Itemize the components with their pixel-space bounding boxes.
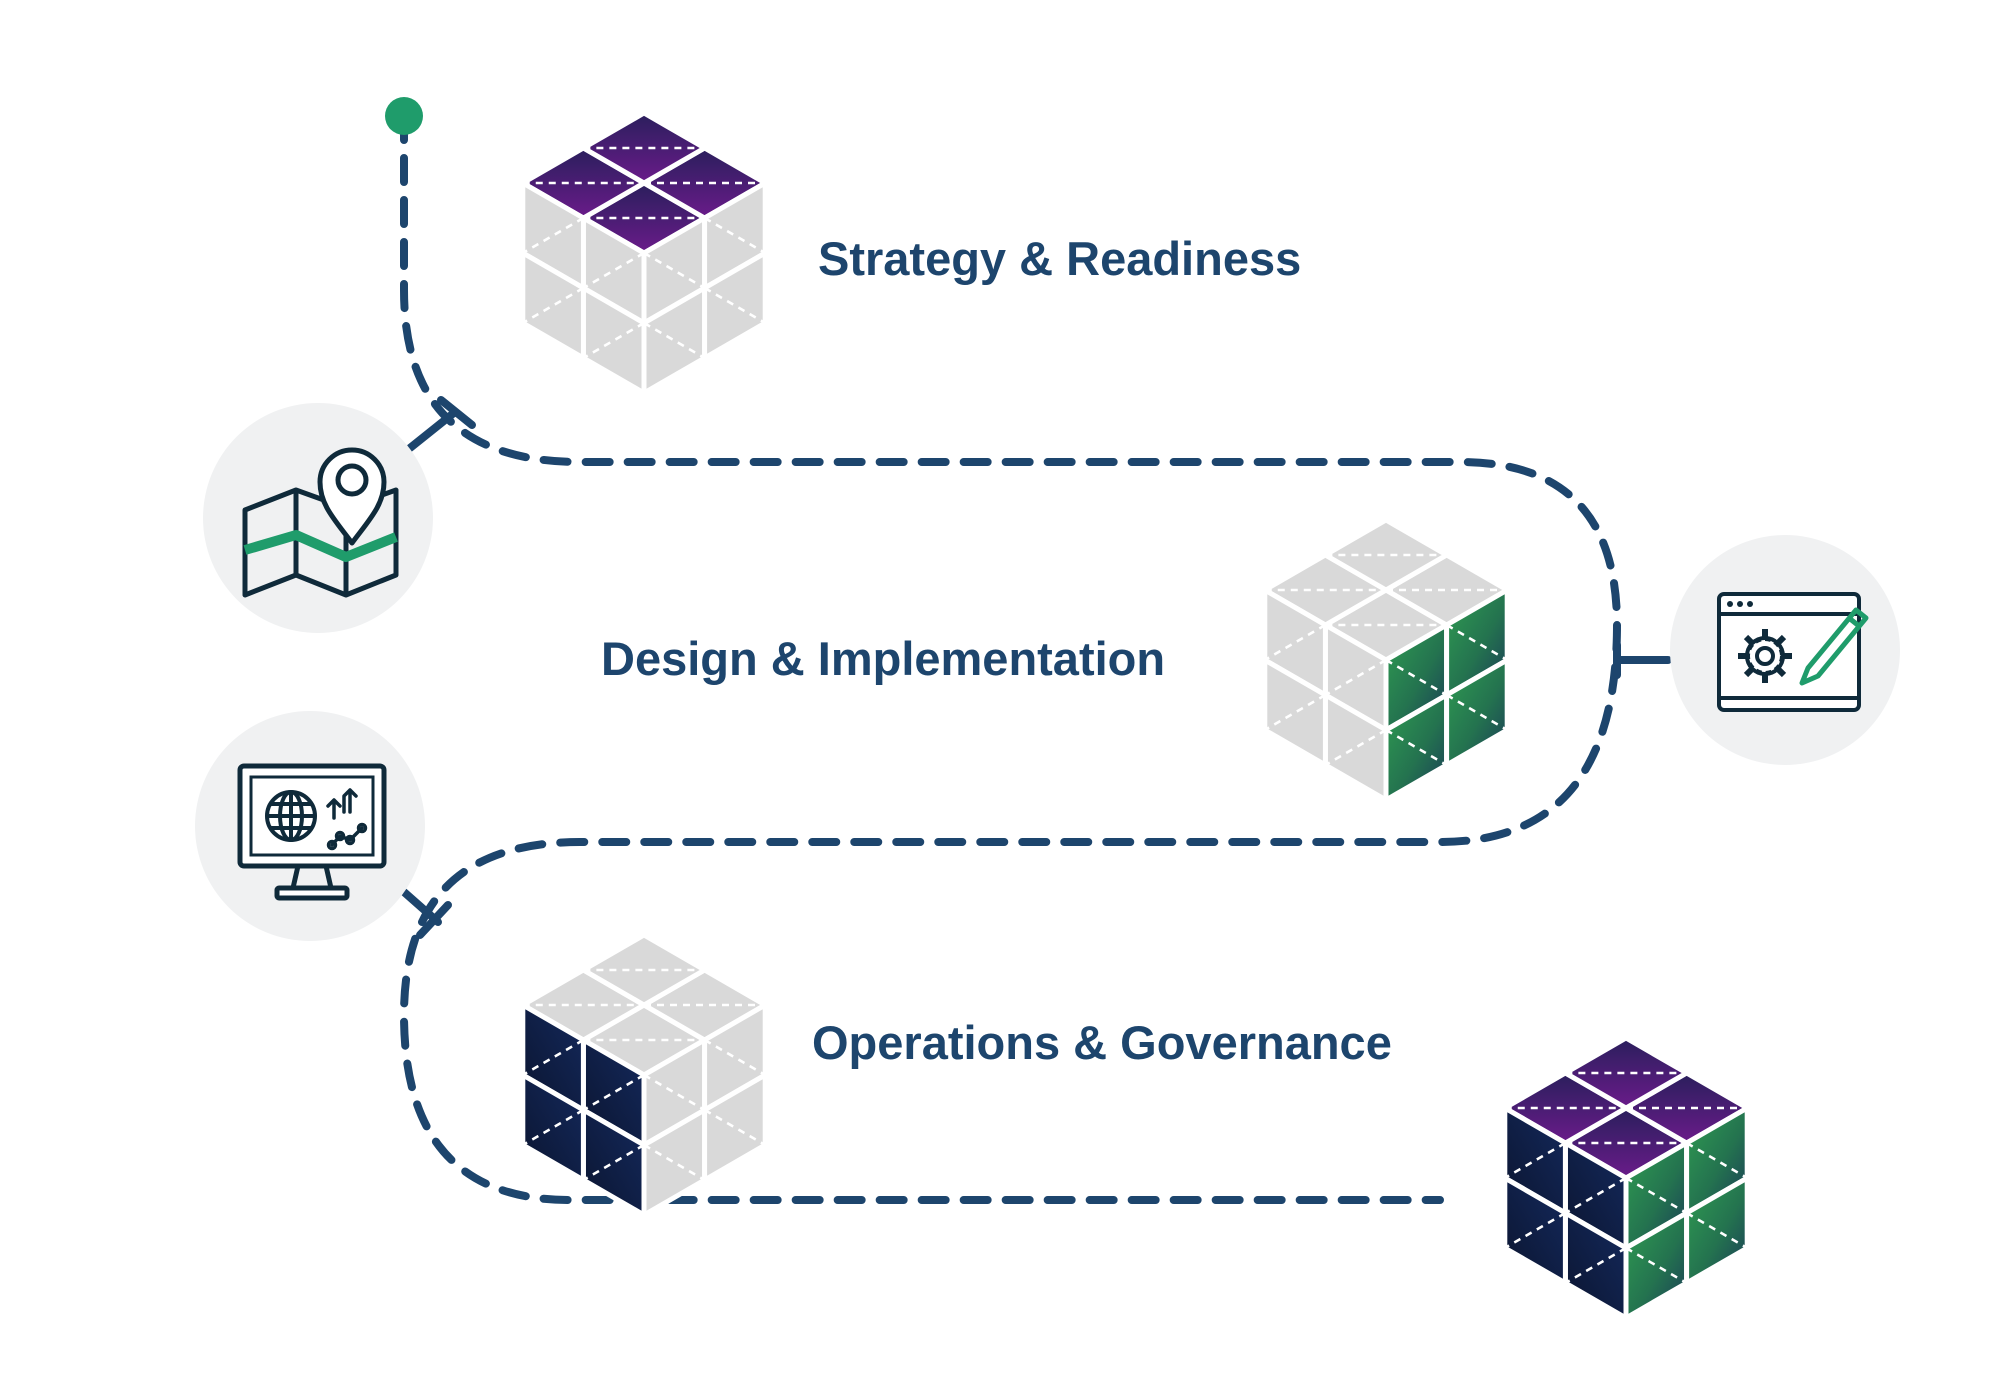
tile-diagonal (1625, 1246, 1688, 1285)
connector-map (406, 396, 476, 452)
cube-tile (580, 932, 708, 1008)
tile-diagonal (1685, 1141, 1748, 1180)
cube-operations-right-face (641, 1002, 768, 1218)
tile-diagonal (522, 1108, 585, 1147)
cube-tile (1562, 1035, 1690, 1111)
settings-edit-icon (1670, 535, 1900, 765)
tile-diagonal (643, 321, 706, 360)
start-dot (385, 97, 423, 135)
cube-operations-left-face (520, 1002, 647, 1218)
cube-tile (1322, 517, 1450, 593)
tile-diagonal (1625, 1176, 1688, 1215)
tile-diagonal (1685, 1211, 1748, 1250)
tile-diagonal (1324, 658, 1387, 697)
tile-diagonal (1385, 728, 1448, 767)
tile-diagonal (522, 1038, 585, 1077)
tile-diagonal (1324, 728, 1387, 767)
tile-diagonal (703, 286, 766, 325)
cube-complete-left-face (1502, 1105, 1629, 1321)
stage-label-strategy: Strategy & Readiness (818, 232, 1301, 285)
cube-strategy (520, 110, 768, 396)
cube-operations (520, 932, 768, 1218)
tile-diagonal (522, 216, 585, 255)
tile-diagonal (522, 286, 585, 325)
stage-label-design: Design & Implementation (601, 632, 1165, 685)
tile-diagonal (582, 1143, 645, 1182)
tile-diagonal (703, 1108, 766, 1147)
tile-diagonal (643, 1143, 706, 1182)
tile-diagonal (643, 1073, 706, 1112)
tile-diagonal (582, 321, 645, 360)
cube-tile (580, 110, 708, 186)
cube-strategy-right-face (641, 180, 768, 396)
tile-diagonal (703, 216, 766, 255)
connector-monitor (400, 888, 452, 939)
tile-diagonal (1385, 658, 1448, 697)
tile-diagonal (1564, 1176, 1627, 1215)
connector-settings (1613, 641, 1672, 679)
cube-complete-right-face (1623, 1105, 1750, 1321)
tile-diagonal (582, 251, 645, 290)
tile-diagonal (1445, 693, 1508, 732)
tile-diagonal (703, 1038, 766, 1077)
tile-diagonal (1504, 1211, 1567, 1250)
tile-diagonal (1504, 1141, 1567, 1180)
tile-diagonal (1445, 623, 1508, 662)
monitor-analytics-icon (195, 711, 425, 941)
tile-diagonal (1264, 623, 1327, 662)
cube-design-right-face (1383, 587, 1510, 803)
tile-diagonal (582, 1073, 645, 1112)
map-pin-icon (203, 403, 433, 633)
cube-design (1262, 517, 1510, 803)
cube-group (520, 110, 1750, 1321)
roadmap-path (399, 112, 1622, 1204)
cube-complete (1502, 1035, 1750, 1321)
tile-diagonal (643, 251, 706, 290)
tile-diagonal (1264, 693, 1327, 732)
stage-label-operations: Operations & Governance (812, 1016, 1392, 1069)
tile-diagonal (1564, 1246, 1627, 1285)
cube-strategy-left-face (520, 180, 647, 396)
